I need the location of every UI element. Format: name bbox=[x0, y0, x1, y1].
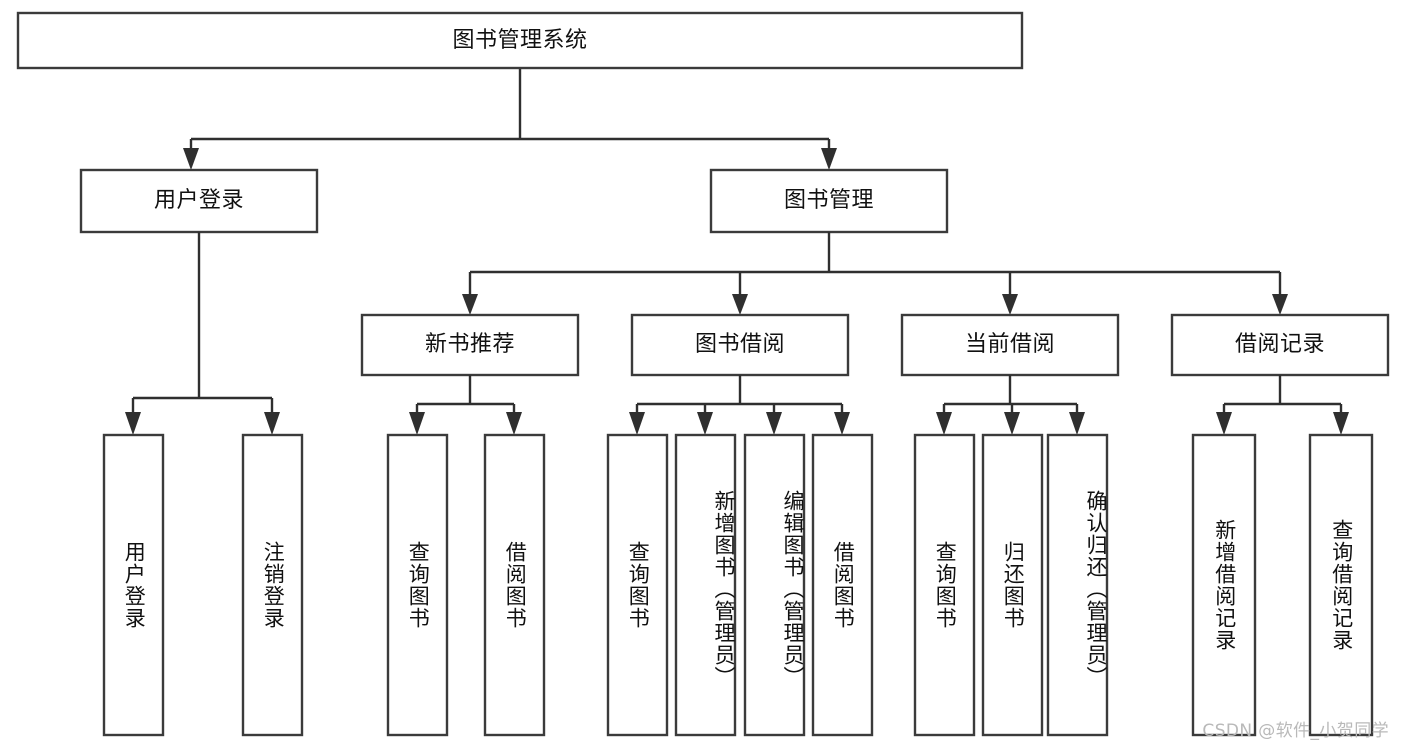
node-box-leaf-user-logout[interactable] bbox=[241, 433, 304, 737]
connector-group-book-borrow bbox=[629, 375, 850, 435]
arrow-head-borrow-record bbox=[1272, 294, 1288, 315]
node-box-leaf-user-login[interactable] bbox=[102, 433, 165, 737]
arrow-head-leaf-confirm-return bbox=[1069, 412, 1085, 435]
node-box-leaf-add-book[interactable] bbox=[674, 433, 737, 737]
node-box-book-borrow[interactable] bbox=[630, 313, 850, 377]
node-box-borrow-record[interactable] bbox=[1170, 313, 1390, 377]
arrow-head-leaf-query-record bbox=[1333, 412, 1349, 435]
node-box-root[interactable] bbox=[16, 11, 1024, 70]
arrow-head-leaf-add-book bbox=[697, 412, 713, 435]
connector-group-new-book-recommend bbox=[409, 375, 522, 435]
arrow-head-book-borrow bbox=[732, 294, 748, 315]
arrow-head-leaf-query-book-1 bbox=[409, 412, 425, 435]
arrow-head-leaf-user-login bbox=[125, 412, 141, 435]
connector-group-current-borrow bbox=[936, 375, 1085, 435]
arrow-head-user-login bbox=[183, 148, 199, 170]
node-box-leaf-return-book[interactable] bbox=[981, 433, 1044, 737]
node-box-leaf-add-record[interactable] bbox=[1191, 433, 1257, 737]
node-box-leaf-query-book-3[interactable] bbox=[913, 433, 976, 737]
watermark-text: CSDN @软件_小贺同学 bbox=[1202, 721, 1389, 741]
arrow-head-leaf-return-book bbox=[1004, 412, 1020, 435]
node-box-leaf-borrow-book-1[interactable] bbox=[483, 433, 546, 737]
arrow-head-leaf-user-logout bbox=[264, 412, 280, 435]
arrow-head-leaf-borrow-book-1 bbox=[506, 412, 522, 435]
node-box-current-borrow[interactable] bbox=[900, 313, 1120, 377]
connector-group-borrow-record bbox=[1216, 375, 1349, 435]
node-box-leaf-borrow-book-2[interactable] bbox=[811, 433, 874, 737]
node-box-leaf-query-record[interactable] bbox=[1308, 433, 1374, 737]
arrow-head-leaf-edit-book bbox=[766, 412, 782, 435]
node-box-leaf-query-book-2[interactable] bbox=[606, 433, 669, 737]
connector-group-root bbox=[183, 68, 837, 170]
node-box-leaf-query-book-1[interactable] bbox=[386, 433, 449, 737]
node-box-new-book-recommend[interactable] bbox=[360, 313, 580, 377]
arrow-head-leaf-add-record bbox=[1216, 412, 1232, 435]
arrow-head-leaf-borrow-book-2 bbox=[834, 412, 850, 435]
connector-group-book-management bbox=[462, 232, 1288, 315]
arrow-head-new-book-recommend bbox=[462, 294, 478, 315]
arrow-head-leaf-query-book-2 bbox=[629, 412, 645, 435]
node-box-book-management[interactable] bbox=[709, 168, 949, 234]
arrow-head-leaf-query-book-3 bbox=[936, 412, 952, 435]
connector-group-user-login bbox=[125, 232, 280, 435]
arrow-head-book-management bbox=[821, 148, 837, 170]
arrow-head-current-borrow bbox=[1002, 294, 1018, 315]
node-box-leaf-edit-book[interactable] bbox=[743, 433, 806, 737]
node-box-leaf-confirm-return[interactable] bbox=[1046, 433, 1109, 737]
node-box-user-login[interactable] bbox=[79, 168, 319, 234]
